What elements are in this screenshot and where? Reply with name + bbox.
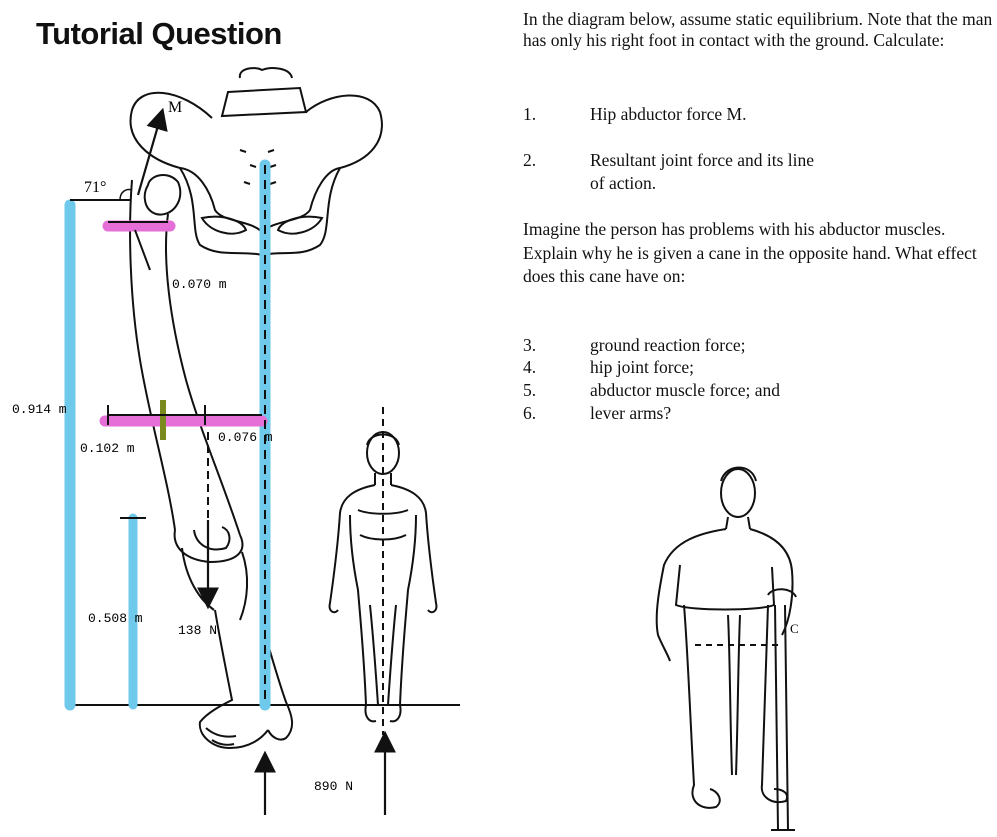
man-with-cane-figure: C: [655, 466, 799, 831]
question-text: Hip abductor force M.: [590, 104, 747, 124]
intro-paragraph: In the diagram below, assume static equi…: [523, 9, 993, 50]
question-text: hip joint force;: [590, 357, 695, 377]
pink-lever-highlights: [99, 220, 268, 427]
imagine-paragraph: Imagine the person has problems with his…: [523, 219, 977, 286]
question-text-continued: of action.: [590, 173, 657, 193]
abductor-force-arrow: [136, 107, 168, 196]
slide-title: Tutorial Question: [36, 16, 282, 51]
label-890n: 890 N: [314, 779, 353, 794]
question-number: 3.: [523, 335, 537, 355]
dimension-lines: [70, 165, 266, 705]
question-number: 1.: [523, 104, 537, 124]
label-cane-c: C: [790, 621, 799, 636]
standing-man-front-figure: [328, 407, 438, 735]
label-muscle-m: M: [168, 99, 182, 116]
question-number: 6.: [523, 403, 537, 423]
label-0076: 0.076 m: [218, 430, 273, 445]
angle-arc: [119, 188, 133, 201]
label-138n: 138 N: [178, 623, 217, 638]
label-0508: 0.508 m: [88, 611, 143, 626]
label-0102: 0.102 m: [80, 441, 135, 456]
label-angle: 71°: [84, 179, 106, 196]
question-text: Resultant joint force and its line: [590, 150, 815, 170]
femur-drawing: [129, 179, 249, 621]
question-text: lever arms?: [590, 403, 672, 423]
force-arrows: [136, 107, 396, 815]
question-number: 2.: [523, 150, 537, 170]
label-0914: 0.914 m: [12, 402, 67, 417]
question-text: abductor muscle force; and: [590, 380, 780, 400]
question-number: 4.: [523, 357, 537, 377]
question-text: ground reaction force;: [590, 335, 746, 355]
question-number: 5.: [523, 380, 537, 400]
label-0070: 0.070 m: [172, 277, 227, 292]
